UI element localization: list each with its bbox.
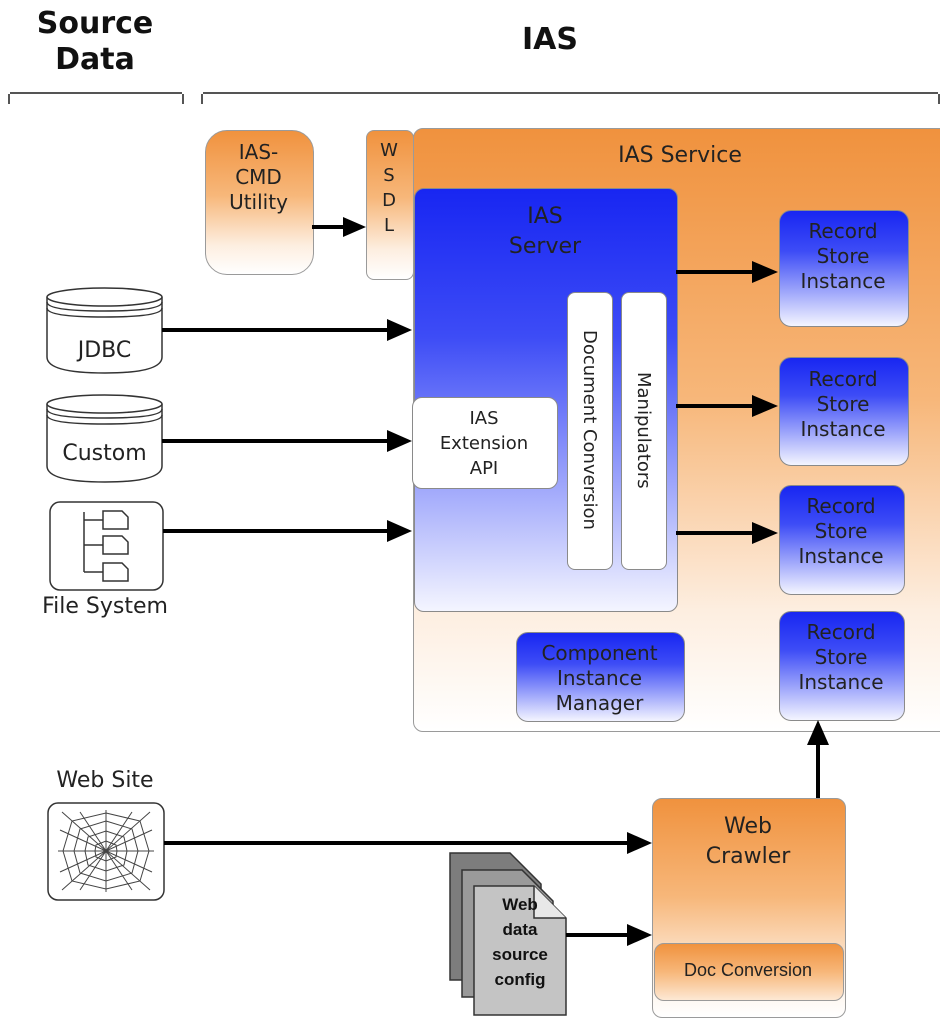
jdbc-label: JDBC (77, 338, 132, 363)
web-crawler-title: Web Crawler (705, 814, 791, 869)
component-instance-manager-label: Component Instance Manager (541, 641, 658, 715)
connector-arrows (162, 217, 829, 946)
wsdl-label: W S D L (380, 140, 398, 236)
record-store-label-2: Record Store Instance (800, 367, 886, 441)
ias-service-title: IAS Service (618, 143, 742, 168)
ias-extension-api-box (412, 397, 558, 489)
ias-header: IAS (522, 22, 578, 57)
source-data-header: Source Data (36, 6, 154, 77)
manipulators-label: Manipulators (633, 371, 654, 489)
document-stack-icon (449, 852, 567, 1016)
file-system-label: File System (42, 594, 168, 619)
ias-extension-api-label: IAS Extension API (439, 408, 529, 479)
record-store-instance-4 (779, 611, 905, 721)
record-store-instance-1 (779, 210, 909, 327)
web-site-label: Web Site (56, 768, 154, 793)
doc-conversion-label: Doc Conversion (683, 960, 813, 980)
document-conversion-box (567, 292, 613, 570)
manipulators-box (621, 292, 667, 570)
ias-server-title: IAS Server (508, 204, 582, 259)
database-icon (46, 287, 163, 374)
spider-web-icon (47, 802, 165, 901)
wsdl-box (366, 130, 414, 280)
ias-bracket (201, 92, 940, 104)
record-store-instance-3 (779, 485, 905, 595)
record-store-instance-2 (779, 357, 909, 466)
record-store-label-4: Record Store Instance (798, 620, 884, 694)
web-data-source-config-label: Web data source config (492, 895, 548, 989)
source-data-bracket (8, 92, 184, 104)
doc-conversion-box (654, 943, 844, 1001)
custom-label: Custom (62, 441, 147, 466)
folder-tree-icon (49, 501, 164, 591)
component-instance-manager-box (516, 632, 685, 722)
record-store-label-1: Record Store Instance (800, 219, 886, 293)
document-conversion-label: Document Conversion (579, 330, 600, 530)
ias-cmd-utility-label: IAS- CMD Utility (229, 140, 288, 214)
database-icon (46, 394, 163, 483)
ias-cmd-utility-box (205, 130, 314, 275)
record-store-label-3: Record Store Instance (798, 494, 884, 568)
